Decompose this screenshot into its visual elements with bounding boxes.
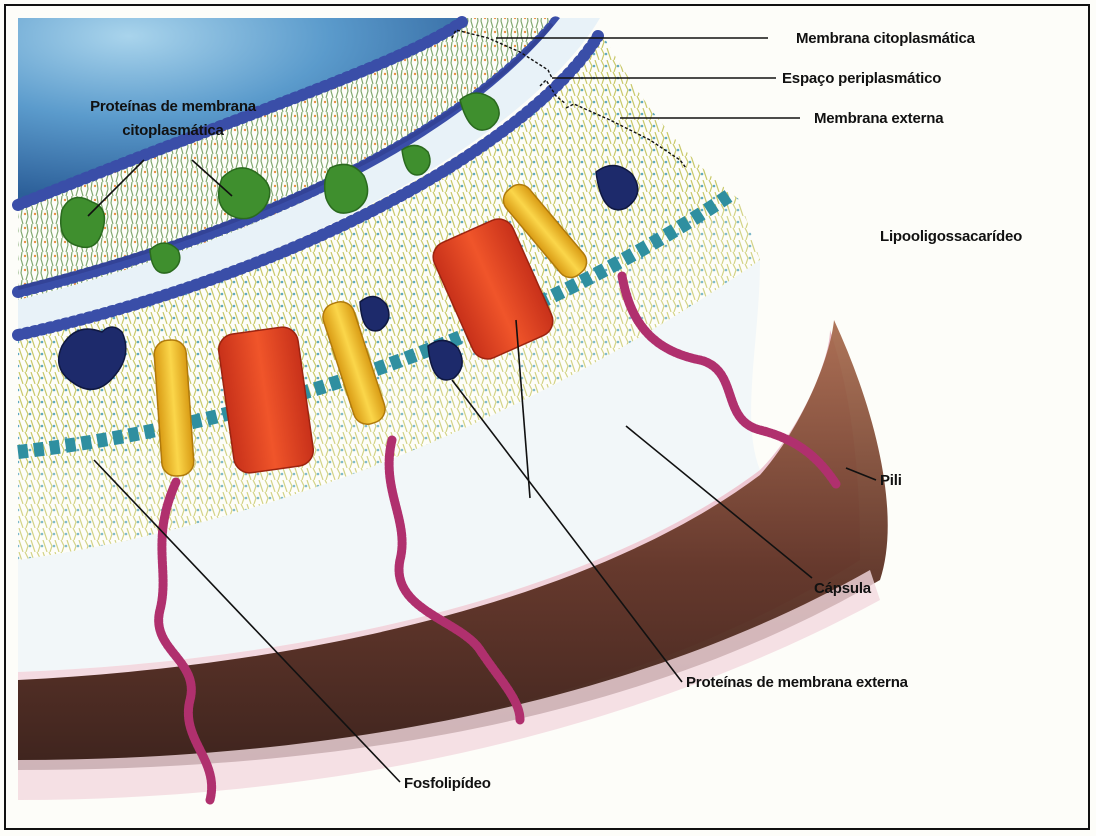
label-espaco-periplasmatico: Espaço periplasmático [782, 70, 941, 87]
label-membrana-externa: Membrana externa [814, 110, 943, 127]
bracket-membrana-externa [566, 104, 686, 168]
leader-proteinas-externa-1 [452, 380, 682, 682]
leader-pili [846, 468, 876, 480]
label-proteinas-citoplasmatica-2: citoplasmática [66, 122, 280, 139]
leader-proteinas-citoplasmatica-1 [88, 160, 144, 216]
leader-proteinas-citoplasmatica-2 [192, 160, 232, 196]
leader-fosfolipideo [94, 460, 400, 782]
label-membrana-citoplasmatica: Membrana citoplasmática [796, 30, 975, 47]
leader-capsula [626, 426, 812, 578]
label-pili: Pili [880, 472, 902, 489]
bracket-espaco-periplasmatico [540, 80, 566, 104]
label-capsula: Cápsula [814, 580, 871, 597]
label-lipooligossacarideo: Lipooligossacarídeo [880, 228, 1022, 245]
label-proteinas-membrana-externa: Proteínas de membrana externa [686, 674, 908, 691]
label-proteinas-citoplasmatica-1: Proteínas de membrana [66, 98, 280, 115]
leader-proteinas-externa-2 [516, 320, 530, 498]
label-fosfolipideo: Fosfolipídeo [404, 775, 491, 792]
